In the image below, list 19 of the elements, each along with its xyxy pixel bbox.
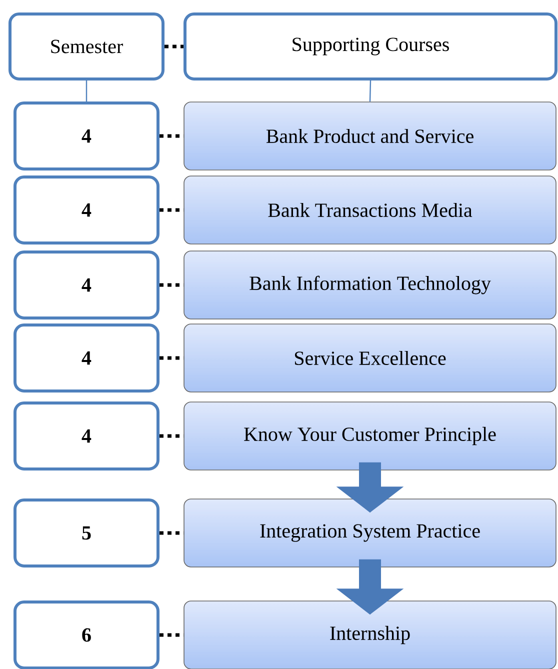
course-box: Know Your Customer Principle xyxy=(184,402,556,470)
course-box: Integration System Practice xyxy=(184,498,556,568)
semester-box: 6 xyxy=(14,600,160,669)
course-box: Bank Information Technology xyxy=(184,250,556,320)
semester-box: 4 xyxy=(14,402,160,470)
connector-line xyxy=(86,80,88,102)
course-box: Service Excellence xyxy=(184,324,556,392)
course-box: Internship xyxy=(184,600,556,669)
semester-box: 4 xyxy=(14,176,160,244)
course-box: Bank Product and Service xyxy=(184,102,556,170)
semester-box: 5 xyxy=(14,498,160,568)
header-box: Supporting Courses xyxy=(184,12,558,80)
semester-box: 4 xyxy=(14,102,160,170)
header-box: Semester xyxy=(8,12,164,80)
dotted-connector xyxy=(164,44,184,48)
course-box: Bank Transactions Media xyxy=(184,176,556,244)
connector-line xyxy=(369,80,372,102)
semester-box: 4 xyxy=(14,324,160,392)
semester-box: 4 xyxy=(14,250,160,320)
